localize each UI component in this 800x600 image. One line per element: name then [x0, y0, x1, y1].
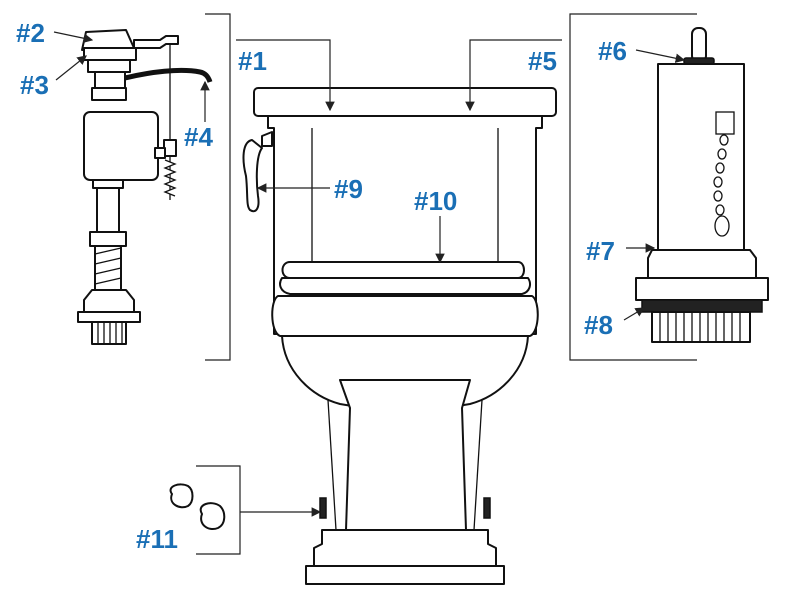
label-10: #10 — [414, 186, 457, 216]
tail-threads — [97, 322, 123, 344]
leader-5 — [465, 39, 562, 112]
fill-valve-body — [83, 111, 159, 181]
label-4: #4 — [184, 122, 213, 152]
toilet-foot — [305, 565, 505, 585]
fill-valve-bracket — [205, 13, 231, 361]
leader-2 — [53, 31, 94, 43]
part-labels: #2 #3 #4 #1 #5 #6 #7 #8 #9 #10 #11 — [16, 18, 627, 554]
bolt-cap-icon-2 — [199, 502, 226, 530]
leader-3 — [55, 55, 87, 81]
shank-threads — [94, 247, 122, 285]
leader-lines — [53, 31, 686, 517]
fill-valve-ring — [87, 59, 131, 73]
flush-valve-base — [647, 249, 757, 279]
flush-handle-mount — [261, 131, 273, 147]
tank-lid — [253, 87, 557, 117]
toilet — [242, 87, 557, 585]
fill-valve-shank — [96, 187, 120, 233]
fill-valve-base-nut — [83, 289, 135, 313]
label-8: #8 — [584, 310, 613, 340]
bolt-caps-panel — [169, 465, 241, 555]
bolt-cap-right — [483, 497, 491, 519]
flush-handle — [242, 139, 263, 213]
seat — [279, 277, 531, 295]
fill-valve-arm — [133, 35, 179, 49]
pedestal-edge-left — [327, 399, 337, 531]
leader-1 — [236, 39, 335, 112]
flush-valve-thread-lines — [659, 312, 741, 342]
fill-valve-washer — [77, 311, 141, 323]
flush-valve-gasket — [641, 299, 763, 313]
label-6: #6 — [598, 36, 627, 66]
flush-valve-bracket — [569, 13, 697, 361]
bolt-cap-left — [319, 497, 327, 519]
chain-mount — [715, 111, 735, 135]
flush-valve-threads — [651, 311, 751, 343]
fill-valve-collar — [83, 47, 137, 61]
toilet-base — [313, 529, 497, 567]
pedestal-edge-right — [473, 399, 483, 531]
label-3: #3 — [20, 70, 49, 100]
fill-valve-nut — [91, 87, 127, 101]
bolt-cap-icon-1 — [169, 483, 194, 509]
label-11: #11 — [136, 524, 178, 554]
flush-valve-flange — [635, 277, 769, 301]
leader-8 — [623, 307, 646, 321]
fill-valve-neck — [94, 71, 126, 89]
fill-valve-tail — [91, 321, 127, 345]
label-9: #9 — [334, 174, 363, 204]
label-5: #5 — [528, 46, 557, 76]
leader-6 — [635, 49, 686, 63]
label-2: #2 — [16, 18, 45, 48]
label-7: #7 — [586, 236, 615, 266]
seat-lid — [281, 261, 525, 279]
label-1: #1 — [238, 46, 267, 76]
fill-valve-panel — [77, 13, 231, 361]
flush-valve-tube — [657, 63, 745, 251]
float-spring — [163, 159, 177, 197]
pedestal — [339, 379, 471, 531]
fill-valve-lower-ring — [92, 179, 124, 189]
fill-valve-shank-ring — [89, 231, 127, 247]
flush-valve-panel — [569, 13, 769, 361]
overflow-pipe-top — [691, 27, 707, 63]
refill-tube — [124, 67, 213, 83]
fill-valve-port — [154, 147, 166, 159]
bowl-rim — [271, 295, 539, 337]
bolt-caps-bracket — [196, 465, 241, 555]
flapper-chain — [713, 134, 730, 237]
